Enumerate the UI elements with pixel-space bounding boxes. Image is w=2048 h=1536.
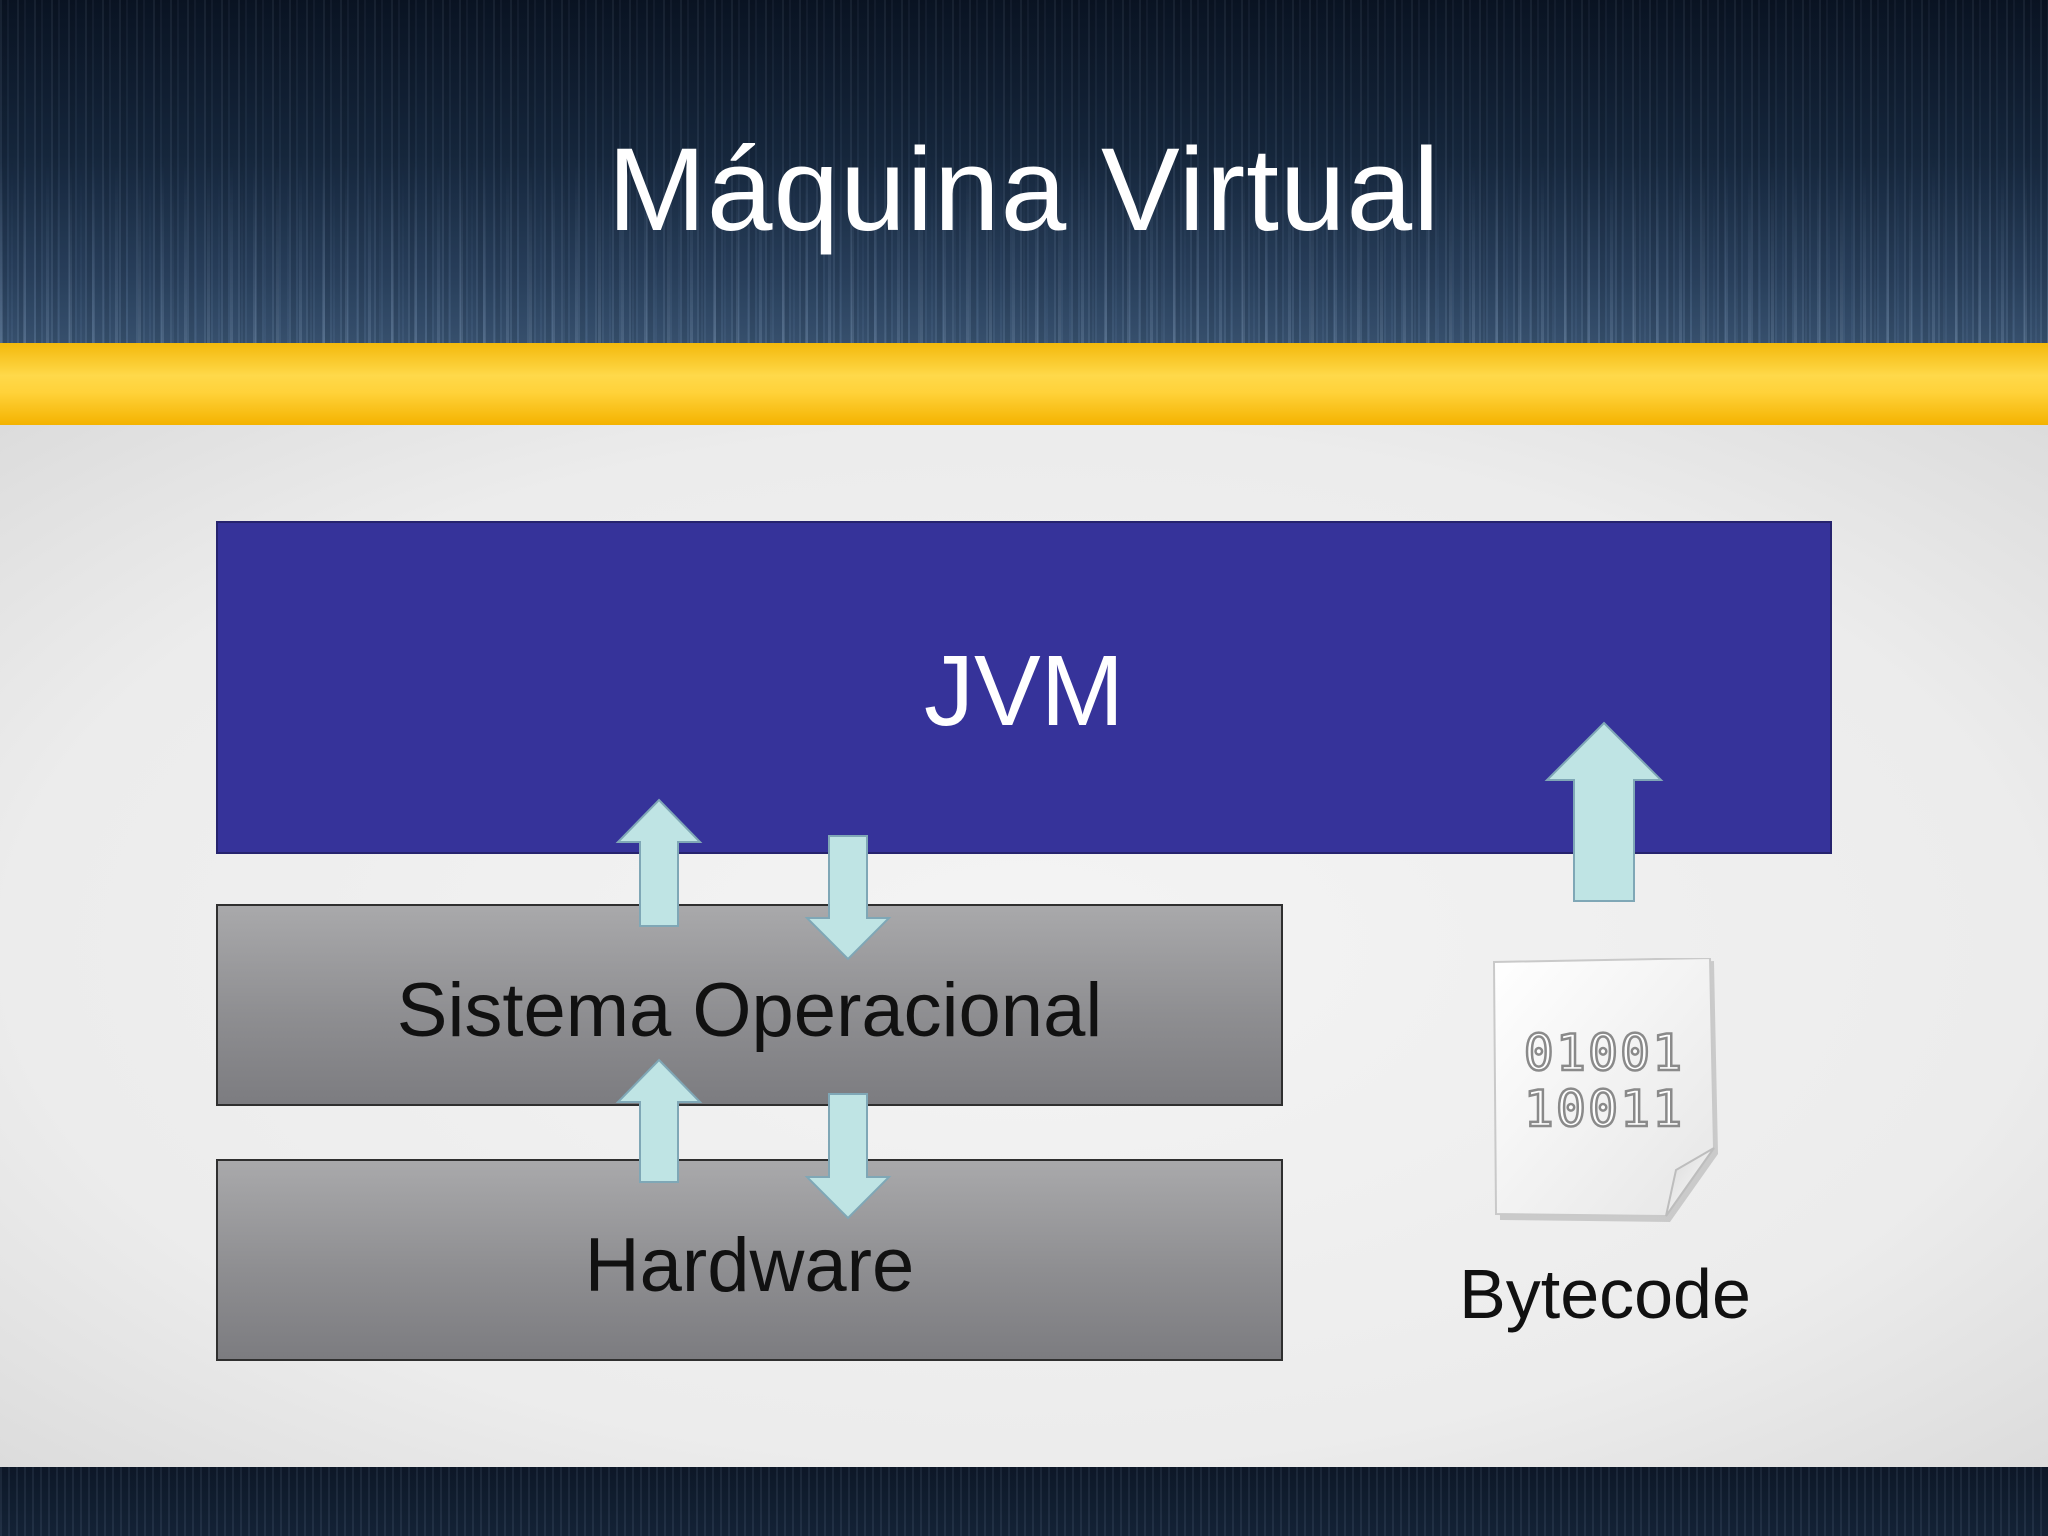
hardware-label: Hardware xyxy=(584,1223,915,1308)
jvm-label: JVM xyxy=(924,635,1124,747)
down-arrow-icon xyxy=(804,1093,892,1220)
header-texture xyxy=(0,160,2048,345)
header-background xyxy=(0,0,2048,345)
up-arrow-icon xyxy=(1544,721,1664,902)
bytecode-bits-line2: 10011 xyxy=(1524,1080,1685,1138)
down-arrow-icon xyxy=(804,835,892,961)
jvm-layer: JVM xyxy=(216,521,1832,854)
slide-title: Máquina Virtual xyxy=(607,124,1441,256)
os-label: Sistema Operacional xyxy=(396,968,1103,1053)
footer-background xyxy=(0,1467,2048,1536)
bytecode-label: Bytecode xyxy=(1459,1255,1751,1333)
up-arrow-icon xyxy=(615,1058,703,1183)
up-arrow-icon xyxy=(615,798,703,927)
os-layer: Sistema Operacional xyxy=(216,904,1283,1106)
hardware-layer: Hardware xyxy=(216,1159,1283,1361)
accent-band xyxy=(0,343,2048,425)
binary-document-icon: 01001 10011 xyxy=(1492,958,1718,1222)
bytecode-bits-line1: 01001 xyxy=(1524,1024,1685,1082)
